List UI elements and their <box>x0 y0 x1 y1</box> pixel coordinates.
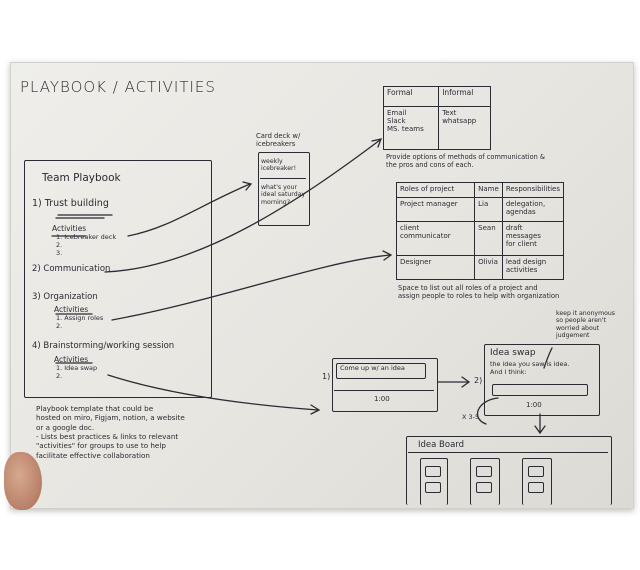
playbook-item-organization: 3) Organization <box>32 292 98 302</box>
comm-cell-formal: Email Slack MS. teams <box>382 106 440 150</box>
comm-header-formal: Formal <box>382 85 440 108</box>
step1-divider <box>334 390 434 391</box>
idea-sticky <box>528 466 544 477</box>
idea-column <box>470 458 500 505</box>
roles-cell: lead design activities <box>501 254 565 281</box>
step1-prompt-box <box>336 363 426 379</box>
arrow-comm-to-table <box>104 139 381 273</box>
idea-board <box>406 436 612 505</box>
step2-timer: 1:00 <box>526 401 542 409</box>
arrow-brainstorm-to-ideas <box>107 374 319 411</box>
playbook-item-communication: 2) Communication <box>32 264 111 274</box>
idea-sticky <box>528 482 544 493</box>
playbook-item-brainstorming-list: 1. Idea swap 2. <box>56 364 98 380</box>
repeat-count: X 3-5 <box>462 413 480 421</box>
step2-number: 2) <box>474 376 483 385</box>
page-title: PLAYBOOK / ACTIVITIES <box>20 78 216 96</box>
communication-caption: Provide options of methods of communicat… <box>386 153 546 169</box>
arrow-trust-to-card <box>127 183 251 237</box>
step1-card <box>332 358 438 412</box>
roles-header-role: Roles of project <box>395 182 476 198</box>
roles-header-responsibilities: Responsibilities <box>501 182 565 198</box>
icebreaker-card-divider <box>260 178 306 179</box>
idea-board-divider <box>408 452 608 453</box>
idea-sticky <box>476 482 492 493</box>
idea-sticky <box>425 482 441 493</box>
step2-body: the idea you saw is idea. And I think: <box>490 360 570 376</box>
roles-cell: Project manager <box>395 196 476 223</box>
step1-prompt: Come up w/ an idea <box>340 364 405 372</box>
repeat-loop <box>476 397 499 425</box>
team-playbook-box <box>24 160 212 398</box>
playbook-item-trust: 1) Trust building <box>32 198 109 209</box>
roles-row: Project manager Lia delegation, agendas <box>395 196 565 223</box>
step2-card <box>484 344 600 416</box>
hand <box>4 452 42 510</box>
playbook-item-brainstorming: 4) Brainstorming/working session <box>32 341 175 351</box>
note-pointer <box>543 347 553 369</box>
roles-cell: Olivia <box>474 254 503 281</box>
idea-sticky <box>425 466 441 477</box>
idea-sticky <box>476 466 492 477</box>
idea-board-title: Idea Board <box>418 440 465 450</box>
idea-column <box>420 458 448 505</box>
icebreaker-card <box>258 152 310 226</box>
heading-underline <box>55 214 113 219</box>
step1-timer: 1:00 <box>374 395 390 403</box>
roles-caption: Space to list out all roles of a project… <box>398 284 560 301</box>
comm-cell-informal: Text whatsapp <box>438 106 491 150</box>
roles-cell: delegation, agendas <box>501 196 565 223</box>
step2-title: Idea swap <box>490 348 536 358</box>
team-playbook-title: Team Playbook <box>42 172 121 184</box>
roles-header-name: Name <box>474 182 503 198</box>
roles-cell: draft messages for client <box>501 221 565 256</box>
playbook-item-trust-list: 1. Icebreaker deck 2. 3. <box>56 233 117 257</box>
roles-cell: Sean <box>474 221 503 256</box>
paper-sheet <box>10 62 634 509</box>
icebreaker-card-body: what's your ideal saturday morning? <box>261 184 306 206</box>
anonymity-note: keep it anonymous so people aren't worri… <box>556 310 616 340</box>
playbook-item-brainstorming-activities: Activities <box>54 355 89 364</box>
roles-table: Roles of project Name Responsibilities P… <box>395 182 565 281</box>
roles-cell: client communicator <box>395 221 476 256</box>
roles-row: Designer Olivia lead design activities <box>395 254 565 281</box>
icebreaker-card-title: weekly icebreaker! <box>261 158 297 173</box>
idea-column <box>522 458 552 505</box>
roles-cell: Designer <box>395 254 476 281</box>
step2-input-box <box>492 384 588 396</box>
communication-table: Formal Informal Email Slack MS. teams Te… <box>382 85 491 150</box>
comm-header-informal: Informal <box>438 85 491 108</box>
roles-row: client communicator Sean draft messages … <box>395 221 565 256</box>
roles-cell: Lia <box>474 196 503 223</box>
step1-number: 1) <box>322 372 331 381</box>
playbook-item-trust-activities: Activities <box>52 224 87 233</box>
card-deck-label: Card deck w/ icebreakers <box>256 132 301 149</box>
arrow-org-to-roles <box>111 254 391 321</box>
playbook-item-organization-list: 1. Assign roles 2. <box>56 314 104 330</box>
playbook-item-organization-activities: Activities <box>54 305 89 314</box>
playbook-note: Playbook template that could be hosted o… <box>36 404 185 460</box>
